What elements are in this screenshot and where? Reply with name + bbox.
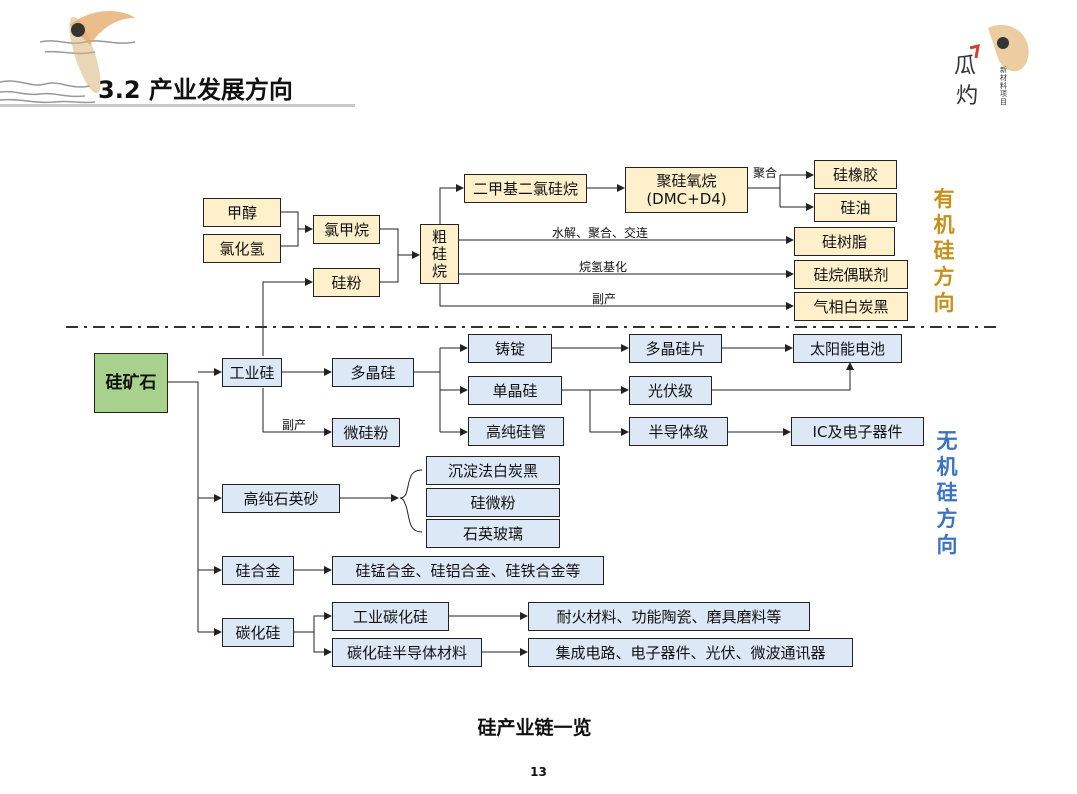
inorganic-char: 机 xyxy=(936,455,958,479)
inorganic-char: 方 xyxy=(936,507,958,531)
node-ind-sic: 工业碳化硅 xyxy=(332,602,449,631)
node-ic: IC及电子器件 xyxy=(791,417,924,446)
node-dmdcs: 二甲基二氯硅烷 xyxy=(464,174,587,203)
node-polysilicon: 多晶硅 xyxy=(332,358,414,387)
page-title: 3.2 产业发展方向 xyxy=(98,76,293,104)
edge-label-hydrosilylation: 烷氢基化 xyxy=(579,260,628,274)
organic-direction-label: 有 机 硅 方 向 xyxy=(932,186,956,316)
inorganic-direction-label: 无 机 硅 方 向 xyxy=(935,428,959,558)
organic-char: 硅 xyxy=(933,239,955,263)
node-precip-silica: 沉淀法白炭黑 xyxy=(426,456,560,485)
inorganic-char: 向 xyxy=(936,533,958,557)
node-chloromethane: 氯甲烷 xyxy=(313,215,380,244)
svg-text:灼: 灼 xyxy=(956,84,978,109)
node-alloy-types: 硅锰合金、硅铝合金、硅铁合金等 xyxy=(332,556,604,585)
organic-char: 机 xyxy=(933,213,955,237)
node-silane-coupling: 硅烷偶联剂 xyxy=(794,260,908,289)
brand-logo: 瓜 灼 新材料项目 xyxy=(948,18,1038,114)
diagram-caption: 硅产业链一览 xyxy=(477,717,592,739)
node-ic-circuits: 集成电路、电子器件、光伏、微波通讯器 xyxy=(528,638,853,667)
node-sic: 碳化硅 xyxy=(222,618,294,647)
node-industrial-si: 工业硅 xyxy=(222,358,282,387)
inorganic-char: 硅 xyxy=(936,481,958,505)
svg-text:瓜: 瓜 xyxy=(954,54,976,79)
node-hp-quartz-tube: 高纯硅管 xyxy=(468,417,564,446)
organic-char: 向 xyxy=(933,291,955,315)
node-silicone-resin: 硅树脂 xyxy=(794,227,895,256)
node-si-alloy: 硅合金 xyxy=(222,556,294,585)
node-micro-powder: 微硅粉 xyxy=(332,418,400,447)
node-quartz-glass: 石英玻璃 xyxy=(426,519,560,548)
header-underline xyxy=(0,104,355,107)
node-silicone-oil: 硅油 xyxy=(814,193,897,222)
edge-label-byproduct-2: 副产 xyxy=(282,418,307,432)
edge-label-polymerize: 聚合 xyxy=(753,166,778,180)
logo-icon: 瓜 灼 xyxy=(954,24,1029,109)
node-solar-cell: 太阳能电池 xyxy=(793,334,902,363)
node-fumed-silica: 气相白炭黑 xyxy=(794,292,908,321)
page-number: 13 xyxy=(530,765,547,779)
node-pv-grade: 光伏级 xyxy=(629,376,712,405)
node-semi-grade: 半导体级 xyxy=(629,417,728,446)
organic-char: 有 xyxy=(933,187,955,211)
node-poly-wafer: 多晶硅片 xyxy=(629,334,722,363)
node-sic-semi: 碳化硅半导体材料 xyxy=(332,638,482,667)
node-ingot: 铸锭 xyxy=(468,334,552,363)
edge-label-hydrolysis: 水解、聚合、交连 xyxy=(552,226,649,240)
node-crude-silane: 粗硅烷 xyxy=(420,224,459,284)
node-hcl: 氯化氢 xyxy=(203,234,281,263)
node-si-micro: 硅微粉 xyxy=(426,488,560,517)
node-silicon-powder: 硅粉 xyxy=(313,268,380,297)
node-polysiloxane: 聚硅氧烷 (DMC+D4) xyxy=(625,167,748,213)
crude-silane-label: 粗硅烷 xyxy=(431,227,447,280)
logo-text: 新材料项目 xyxy=(1000,66,1007,106)
node-hp-quartz-sand: 高纯石英砂 xyxy=(222,484,340,513)
edge-label-byproduct-1: 副产 xyxy=(592,292,617,306)
bird-figure-icon xyxy=(69,10,135,94)
node-methanol: 甲醇 xyxy=(203,198,281,227)
node-mono-si: 单晶硅 xyxy=(468,376,562,405)
node-silica-ore: 硅矿石 xyxy=(94,353,168,413)
node-silicone-rubber: 硅橡胶 xyxy=(814,160,897,189)
inorganic-char: 无 xyxy=(936,429,958,453)
cloud-ornament xyxy=(0,40,136,104)
organic-char: 方 xyxy=(933,265,955,289)
node-refractory: 耐火材料、功能陶瓷、磨具磨料等 xyxy=(528,602,810,631)
